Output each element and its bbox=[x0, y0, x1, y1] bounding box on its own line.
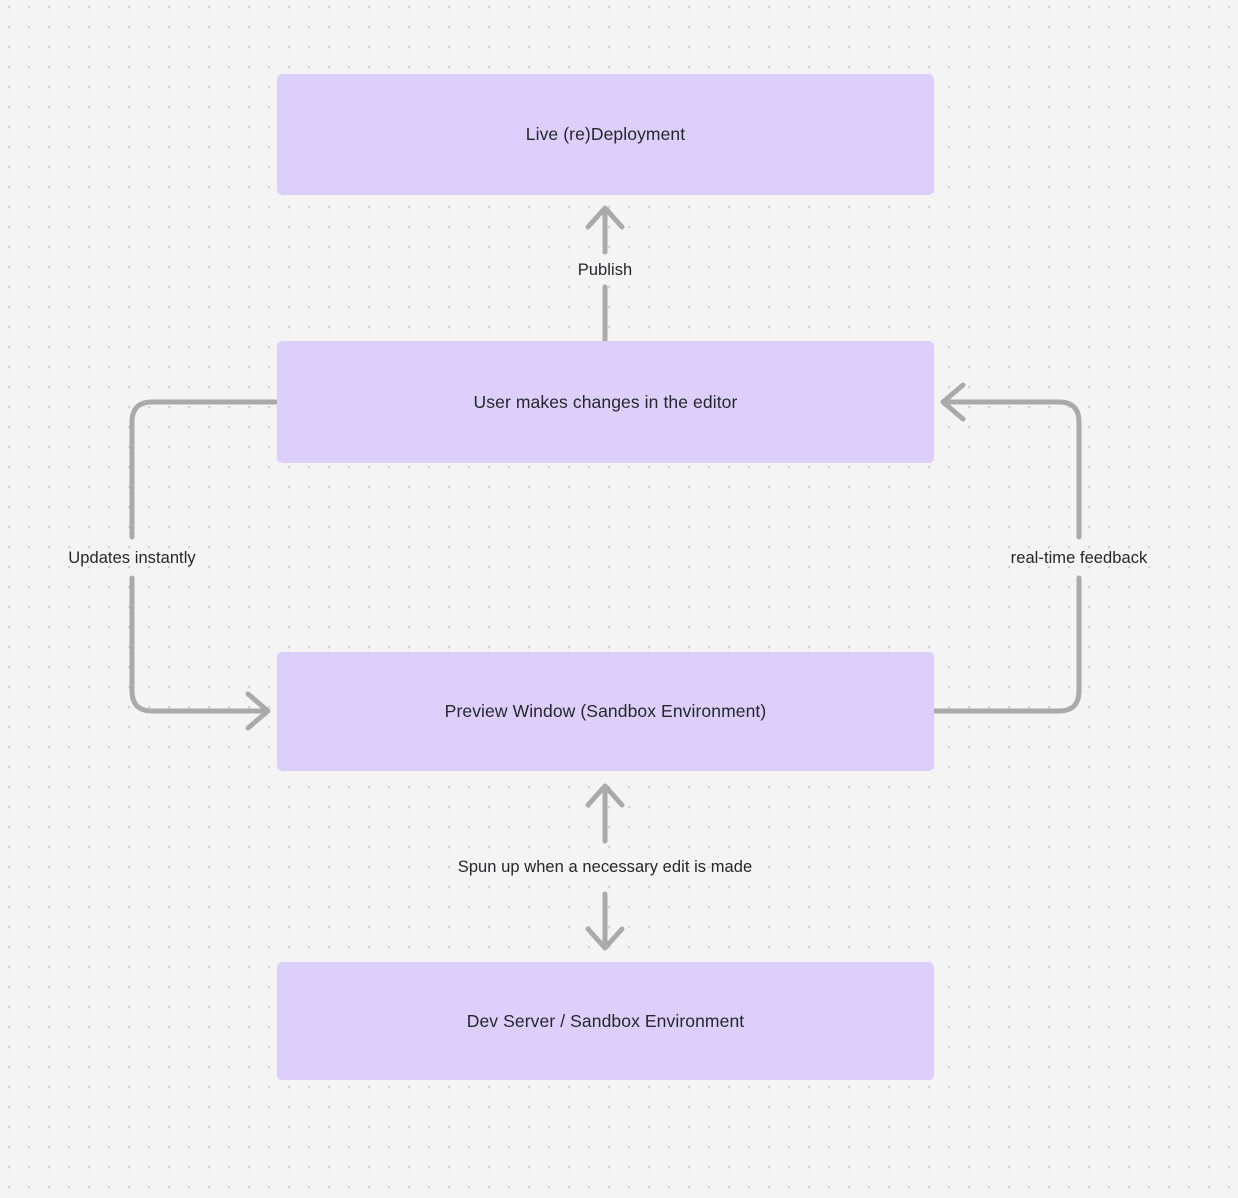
node-live-deployment[interactable]: Live (re)Deployment bbox=[277, 74, 934, 195]
node-user-edits[interactable]: User makes changes in the editor bbox=[277, 341, 934, 463]
edge-label-publish: Publish bbox=[577, 260, 633, 279]
node-dev-server-label: Dev Server / Sandbox Environment bbox=[466, 1010, 745, 1031]
edge-label-spun-up: Spun up when a necessary edit is made bbox=[457, 857, 753, 876]
node-live-deployment-label: Live (re)Deployment bbox=[525, 124, 686, 145]
node-preview-window[interactable]: Preview Window (Sandbox Environment) bbox=[277, 652, 934, 771]
edge-label-updates-instantly: Updates instantly bbox=[68, 548, 196, 567]
node-user-edits-label: User makes changes in the editor bbox=[473, 391, 738, 412]
edge-label-real-time-feedback: real-time feedback bbox=[1010, 548, 1148, 567]
node-dev-server[interactable]: Dev Server / Sandbox Environment bbox=[277, 962, 934, 1080]
node-preview-window-label: Preview Window (Sandbox Environment) bbox=[444, 701, 767, 722]
